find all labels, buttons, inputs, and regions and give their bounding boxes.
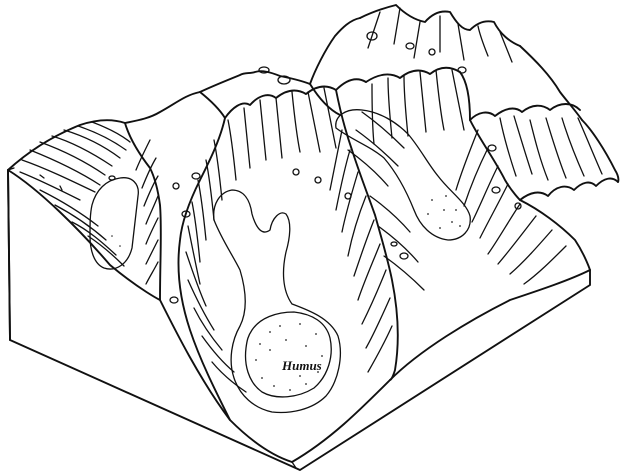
block-base (8, 168, 590, 470)
label-humus: Humus (281, 358, 322, 373)
ridge-lines (8, 5, 618, 462)
hachures-right (348, 8, 602, 290)
valley-floor-left (90, 178, 138, 269)
valley-floor-middle (214, 190, 341, 412)
valley-floor-right (336, 110, 470, 240)
